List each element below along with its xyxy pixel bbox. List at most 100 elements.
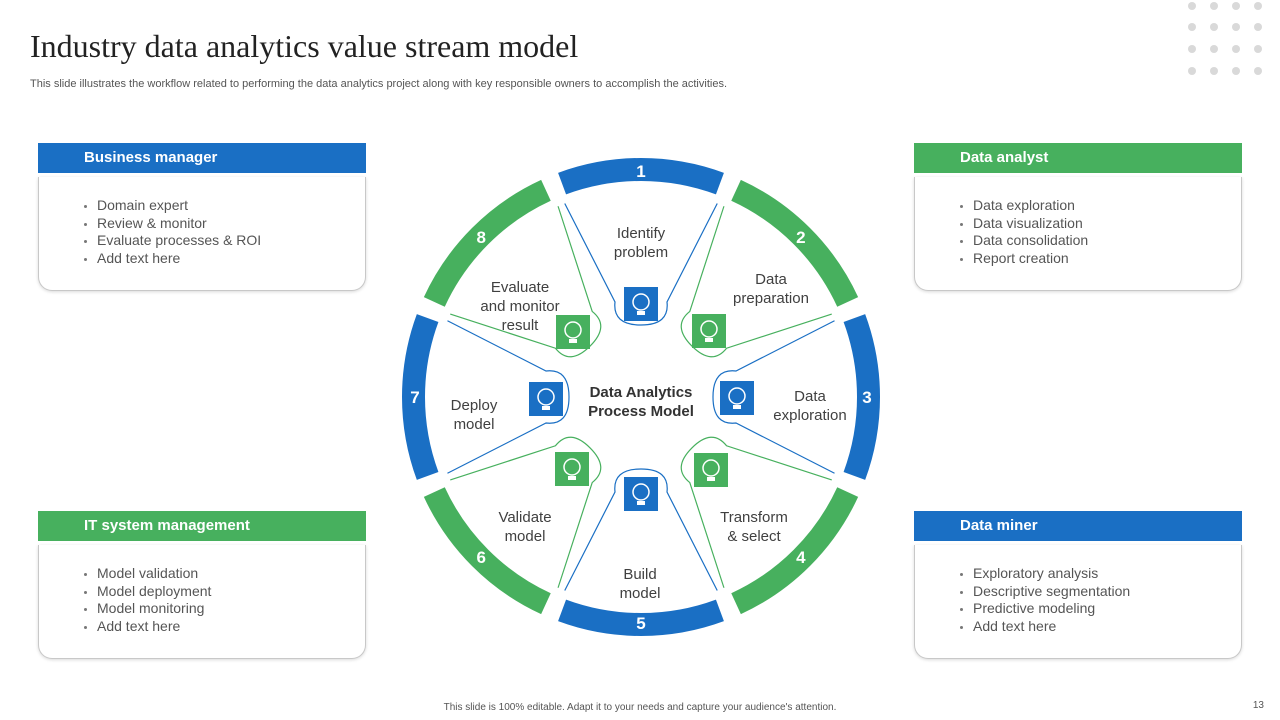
data-analyst-list-box: Data exploration Data visualization Data… — [914, 177, 1242, 291]
step-label-4: & select — [727, 528, 781, 545]
petal-outline-1 — [564, 203, 718, 326]
petal-outline-7 — [447, 320, 570, 474]
footer-note: This slide is 100% editable. Adapt it to… — [443, 702, 837, 713]
step-number-1: 1 — [636, 162, 645, 181]
icon-glyph-base-5 — [637, 501, 645, 505]
icon-glyph-base-4 — [707, 477, 715, 481]
step-label-8: result — [502, 317, 540, 334]
ring-segment-6 — [423, 487, 551, 615]
icon-glyph-ring-2 — [700, 320, 718, 338]
step-label-7: model — [454, 416, 495, 433]
list-item: Descriptive segmentation — [973, 583, 1241, 601]
step-label-7: Deploy — [451, 397, 498, 414]
idea-gear-icon — [694, 453, 728, 487]
ring-segment-8 — [423, 179, 551, 307]
petal-outline-6 — [450, 436, 602, 588]
icon-tile-3 — [720, 381, 754, 415]
icon-glyph-base-6 — [568, 476, 576, 480]
page-title: Industry data analytics value stream mod… — [30, 28, 579, 64]
gear-icon — [529, 382, 563, 416]
step-label-8: and monitor — [480, 298, 559, 315]
business-manager-panel: Business manager Domain expert Review & … — [38, 143, 366, 291]
business-manager-list-box: Domain expert Review & monitor Evaluate … — [38, 177, 366, 291]
icon-tile-6 — [555, 452, 589, 486]
monitor-chart-icon — [556, 315, 590, 349]
icon-glyph-ring-1 — [632, 293, 650, 311]
list-item: Evaluate processes & ROI — [97, 232, 365, 250]
step-label-6: model — [505, 528, 546, 545]
petal-outline-4 — [680, 436, 832, 588]
list-item: Report creation — [973, 250, 1241, 268]
lightbulb-icon — [624, 287, 658, 321]
list-item: Domain expert — [97, 197, 365, 215]
list-item: Model validation — [97, 565, 365, 583]
ring-segment-5 — [558, 599, 724, 636]
petal-outline-2 — [680, 206, 832, 358]
presentation-chart-icon — [720, 381, 754, 415]
icon-glyph-ring-3 — [728, 387, 746, 405]
ring-segment-3 — [843, 314, 881, 480]
center-title-line2: Process Model — [588, 403, 694, 420]
list-item: Add text here — [97, 618, 365, 636]
icon-glyph-base-3 — [733, 405, 741, 409]
icon-glyph-base-8 — [569, 339, 577, 343]
petal-group — [447, 203, 835, 591]
data-analyst-panel: Data analyst Data exploration Data visua… — [914, 143, 1242, 291]
icon-tile-1 — [624, 287, 658, 321]
list-item: Data visualization — [973, 215, 1241, 233]
presenter-board-icon — [624, 477, 658, 511]
label-group: 1Identifyproblem2Datapreparation3Dataexp… — [410, 162, 871, 633]
step-label-3: Data — [794, 388, 826, 405]
document-search-icon — [692, 314, 726, 348]
step-label-4: Transform — [720, 509, 788, 526]
step-label-5: Build — [623, 566, 656, 583]
it-system-management-list-box: Model validation Model deployment Model … — [38, 545, 366, 659]
icon-glyph-ring-6 — [563, 458, 581, 476]
petal-outline-3 — [712, 320, 835, 474]
step-number-3: 3 — [862, 388, 871, 407]
icon-glyph-base-7 — [542, 406, 550, 410]
step-label-8: Evaluate — [491, 279, 549, 296]
list-item: Add text here — [97, 250, 365, 268]
step-number-2: 2 — [796, 228, 805, 247]
it-system-management-header: IT system management — [38, 511, 366, 541]
data-analyst-header: Data analyst — [914, 143, 1242, 173]
step-number-6: 6 — [476, 548, 485, 567]
step-number-7: 7 — [410, 388, 419, 407]
icon-tile-7 — [529, 382, 563, 416]
list-item: Model deployment — [97, 583, 365, 601]
icon-glyph-base-2 — [705, 338, 713, 342]
page-number: 13 — [1252, 700, 1264, 711]
step-label-3: exploration — [773, 407, 846, 424]
step-label-1: Identify — [617, 225, 666, 242]
decorative-dot-grid — [1188, 2, 1262, 75]
icon-tile-8 — [556, 315, 590, 349]
list-item: Data exploration — [973, 197, 1241, 215]
icon-tile-5 — [624, 477, 658, 511]
icon-tile-4 — [694, 453, 728, 487]
petal-outline-5 — [564, 468, 718, 591]
ring-segment-4 — [731, 487, 859, 615]
list-item: Data consolidation — [973, 232, 1241, 250]
step-number-4: 4 — [796, 548, 806, 567]
data-miner-header: Data miner — [914, 511, 1242, 541]
step-label-6: Validate — [498, 509, 551, 526]
data-miner-list-box: Exploratory analysis Descriptive segment… — [914, 545, 1242, 659]
page-subtitle: This slide illustrates the workflow rela… — [30, 78, 727, 90]
center-title-line1: Data Analytics — [590, 384, 693, 401]
it-system-management-panel: IT system management Model validation Mo… — [38, 511, 366, 659]
icon-tile-2 — [692, 314, 726, 348]
list-item: Predictive modeling — [973, 600, 1241, 618]
ring-segment-2 — [731, 179, 859, 307]
list-item: Exploratory analysis — [973, 565, 1241, 583]
icon-glyph-base-1 — [637, 311, 645, 315]
step-label-2: Data — [755, 271, 787, 288]
icon-glyph-ring-7 — [537, 388, 555, 406]
step-label-5: model — [620, 585, 661, 602]
list-item: Review & monitor — [97, 215, 365, 233]
list-item: Add text here — [973, 618, 1241, 636]
network-nodes-icon — [555, 452, 589, 486]
step-label-1: problem — [614, 244, 668, 261]
icon-glyph-ring-5 — [632, 483, 650, 501]
